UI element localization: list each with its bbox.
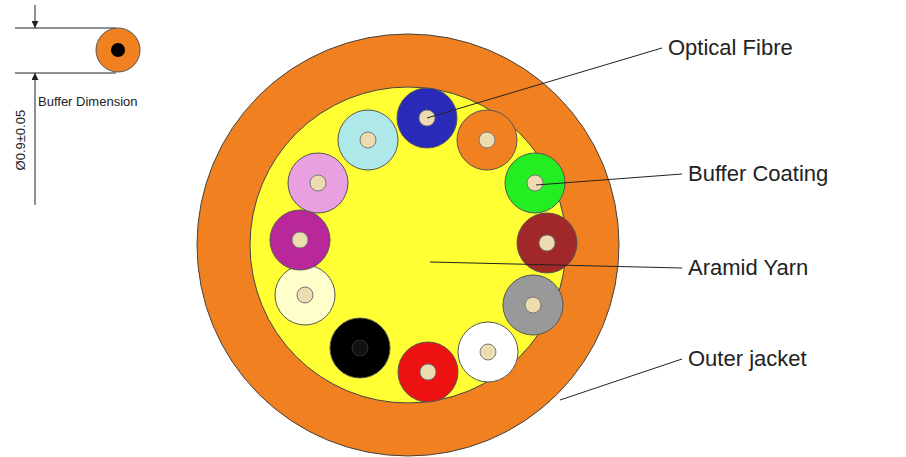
callout-label: Optical Fibre	[668, 36, 793, 60]
buffer-sketch	[15, 5, 140, 205]
callout-label: Buffer Dimension	[38, 95, 137, 109]
callout-label: Buffer Coating	[688, 162, 828, 186]
callout-label: Outer jacket	[688, 347, 807, 371]
cable-section	[197, 34, 619, 456]
callout-label: Aramid Yarn	[688, 256, 808, 280]
leader-lines	[427, 48, 682, 400]
dimension-label: Ø0.9±0.05	[14, 110, 28, 171]
